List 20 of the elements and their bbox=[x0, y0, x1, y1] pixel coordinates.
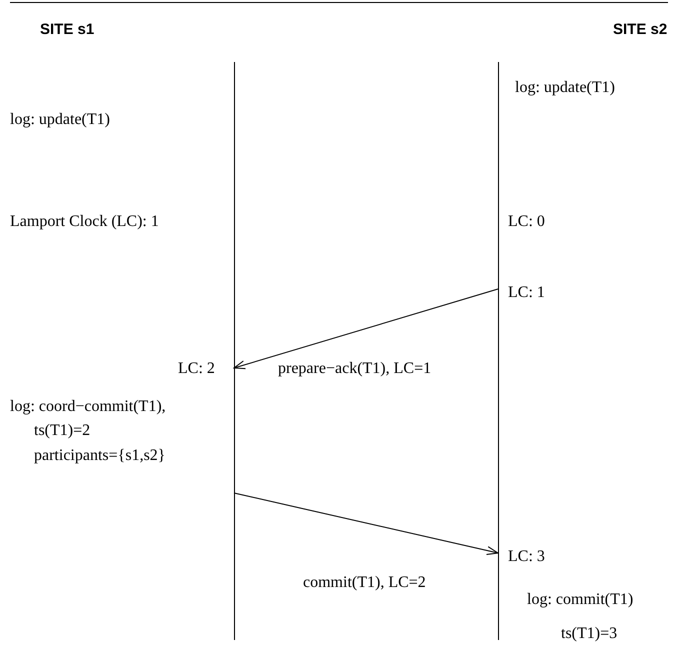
edge-label: prepare−ack(T1), LC=1 bbox=[278, 360, 432, 378]
annotation-text: ts(T1)=2 bbox=[34, 422, 90, 440]
annotation-text: Lamport Clock (LC): 1 bbox=[10, 213, 159, 231]
arrow bbox=[234, 288, 498, 370]
annotation-text: log: update(T1) bbox=[10, 111, 110, 129]
annotation-text: LC: 2 bbox=[178, 360, 215, 378]
annotation-text: log: commit(T1) bbox=[527, 591, 634, 609]
site-heading: SITE s1 bbox=[40, 21, 94, 39]
annotation-text: log: update(T1) bbox=[515, 79, 615, 97]
annotation-text: LC: 3 bbox=[508, 548, 545, 566]
annotation-text: LC: 1 bbox=[508, 284, 545, 302]
arrow bbox=[234, 492, 498, 555]
edge-label: commit(T1), LC=2 bbox=[303, 574, 426, 592]
annotation-text: ts(T1)=3 bbox=[561, 625, 618, 643]
site-heading: SITE s2 bbox=[613, 21, 668, 39]
annotation-text: participants={s1,s2} bbox=[34, 447, 166, 465]
annotation-text: log: coord−commit(T1), bbox=[10, 398, 166, 416]
lifeline bbox=[498, 62, 499, 640]
lifeline bbox=[234, 62, 235, 640]
annotation-text: LC: 0 bbox=[508, 213, 545, 231]
